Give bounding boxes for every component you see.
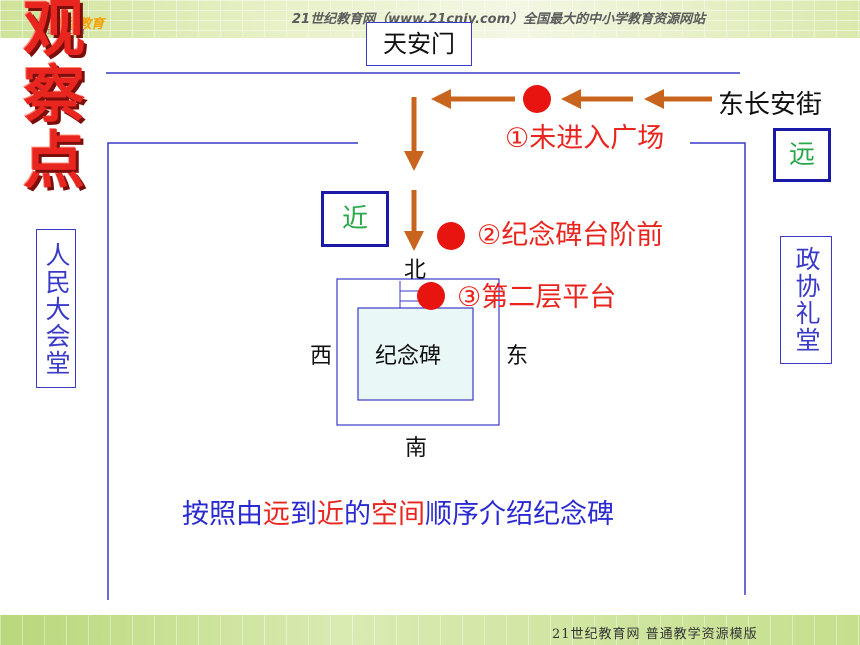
tiananmen-label: 天安门 — [366, 22, 472, 66]
square-boundary-right — [690, 142, 746, 595]
near-marker: 近 — [321, 191, 389, 247]
site-logo-sub: 21CNJY.COM — [42, 28, 85, 36]
instruction-near: 近 — [317, 499, 344, 530]
direction-east: 东 — [506, 344, 529, 369]
instruction-sentence: 按照由远到近的空间顺序介绍纪念碑 — [182, 492, 614, 531]
observation-label-3: ③第二层平台 — [457, 282, 617, 313]
footer-grid — [0, 615, 860, 645]
great-hall-label: 人民大会堂 — [36, 229, 76, 388]
monument-inner-platform — [357, 307, 474, 401]
instruction-part-1: 按照由 — [182, 499, 263, 530]
footer-banner: 21世纪教育网 普通教学资源模版 — [0, 615, 860, 645]
cppcc-hall-label: 政协礼堂 — [780, 236, 832, 364]
observation-point-2 — [437, 222, 465, 250]
direction-west: 西 — [310, 344, 333, 369]
header-banner: 21世纪教育 21CNJY.COM 21世纪教育网（www.21cnjy.com… — [0, 0, 860, 38]
observation-point-3 — [417, 282, 445, 310]
cppcc-hall-text: 政协礼堂 — [792, 246, 821, 354]
instruction-far: 远 — [263, 499, 290, 530]
site-logo: 21世纪教育 — [34, 17, 105, 32]
observation-point-1 — [523, 85, 551, 113]
direction-south: 南 — [405, 436, 428, 461]
instruction-part-3: 到 — [290, 499, 317, 530]
east-street-label: 东长安街 — [718, 90, 823, 120]
square-boundary-left — [107, 142, 358, 600]
monument-outer-platform — [336, 278, 500, 426]
great-hall-text: 人民大会堂 — [42, 242, 71, 377]
instruction-part-5: 的 — [344, 499, 371, 530]
instruction-part-7: 顺序介绍纪念碑 — [425, 499, 614, 530]
observation-label-2: ②纪念碑台阶前 — [477, 220, 664, 251]
observation-label-1: ①未进入广场 — [505, 123, 665, 154]
instruction-space: 空间 — [371, 499, 425, 530]
slide-title: 观察点 — [22, 0, 85, 197]
far-marker: 远 — [773, 128, 831, 182]
footer-text: 21世纪教育网 普通教学资源模版 — [552, 627, 758, 642]
direction-north: 北 — [404, 258, 427, 283]
monument-label: 纪念碑 — [375, 344, 442, 369]
